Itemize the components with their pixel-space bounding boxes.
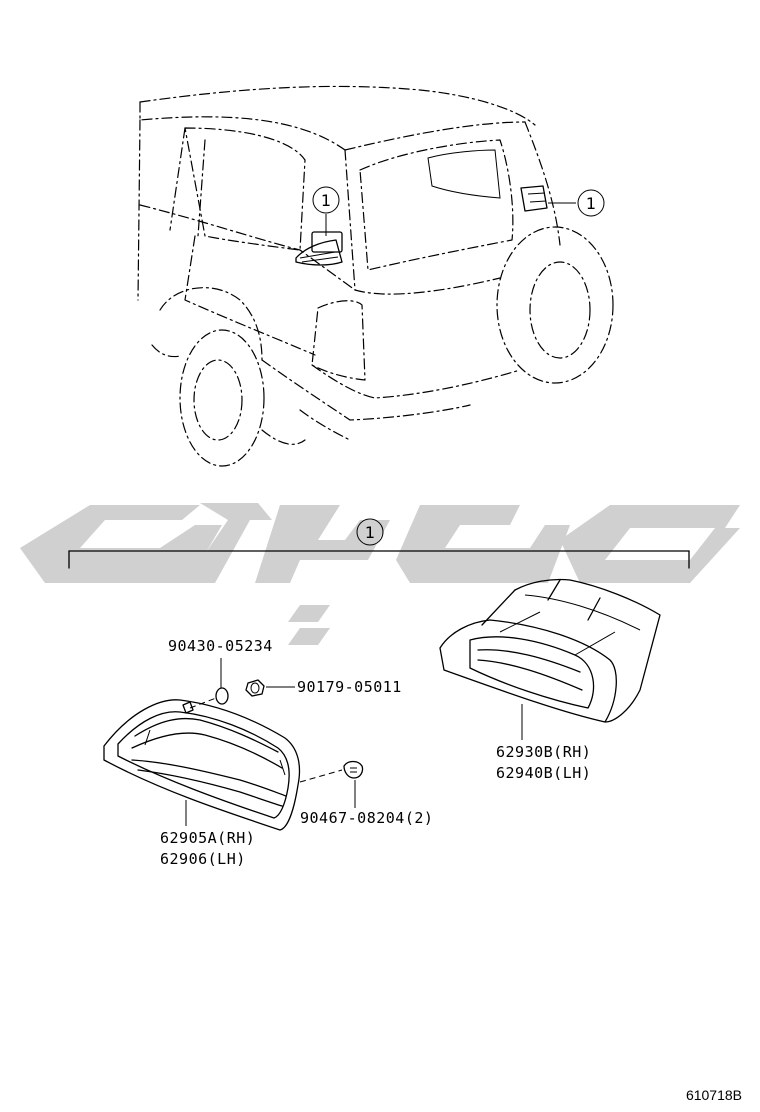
svg-text:90179-05011: 90179-05011 [297, 678, 402, 696]
svg-text:62905A(RH): 62905A(RH) [160, 829, 255, 847]
part-62930-duct: 62930B(RH) 62940B(LH) [439, 578, 661, 782]
part-62905-grille: 62905A(RH) 62906(LH) [103, 697, 343, 868]
svg-text:90430-05234: 90430-05234 [168, 637, 273, 655]
part-90467-clip: 90467-08204(2) [300, 760, 433, 827]
diagram-code: 610718B [686, 1087, 742, 1103]
callout-top-right: 1 [577, 189, 605, 217]
svg-text:1: 1 [321, 191, 331, 210]
watermark-logo [20, 503, 740, 645]
part-90179-nut: 90179-05011 [245, 678, 402, 697]
svg-text:62940B(LH): 62940B(LH) [496, 764, 591, 782]
svg-text:90467-08204(2): 90467-08204(2) [300, 809, 433, 827]
callout-top-left: 1 [312, 186, 340, 214]
part-90430-washer: 90430-05234 [168, 637, 273, 705]
svg-text:62906(LH): 62906(LH) [160, 850, 246, 868]
group-bracket: 1 [68, 518, 690, 569]
svg-text:1: 1 [586, 194, 596, 213]
svg-text:62930B(RH): 62930B(RH) [496, 743, 591, 761]
vehicle-illustration [137, 85, 614, 467]
svg-text:1: 1 [365, 523, 375, 542]
